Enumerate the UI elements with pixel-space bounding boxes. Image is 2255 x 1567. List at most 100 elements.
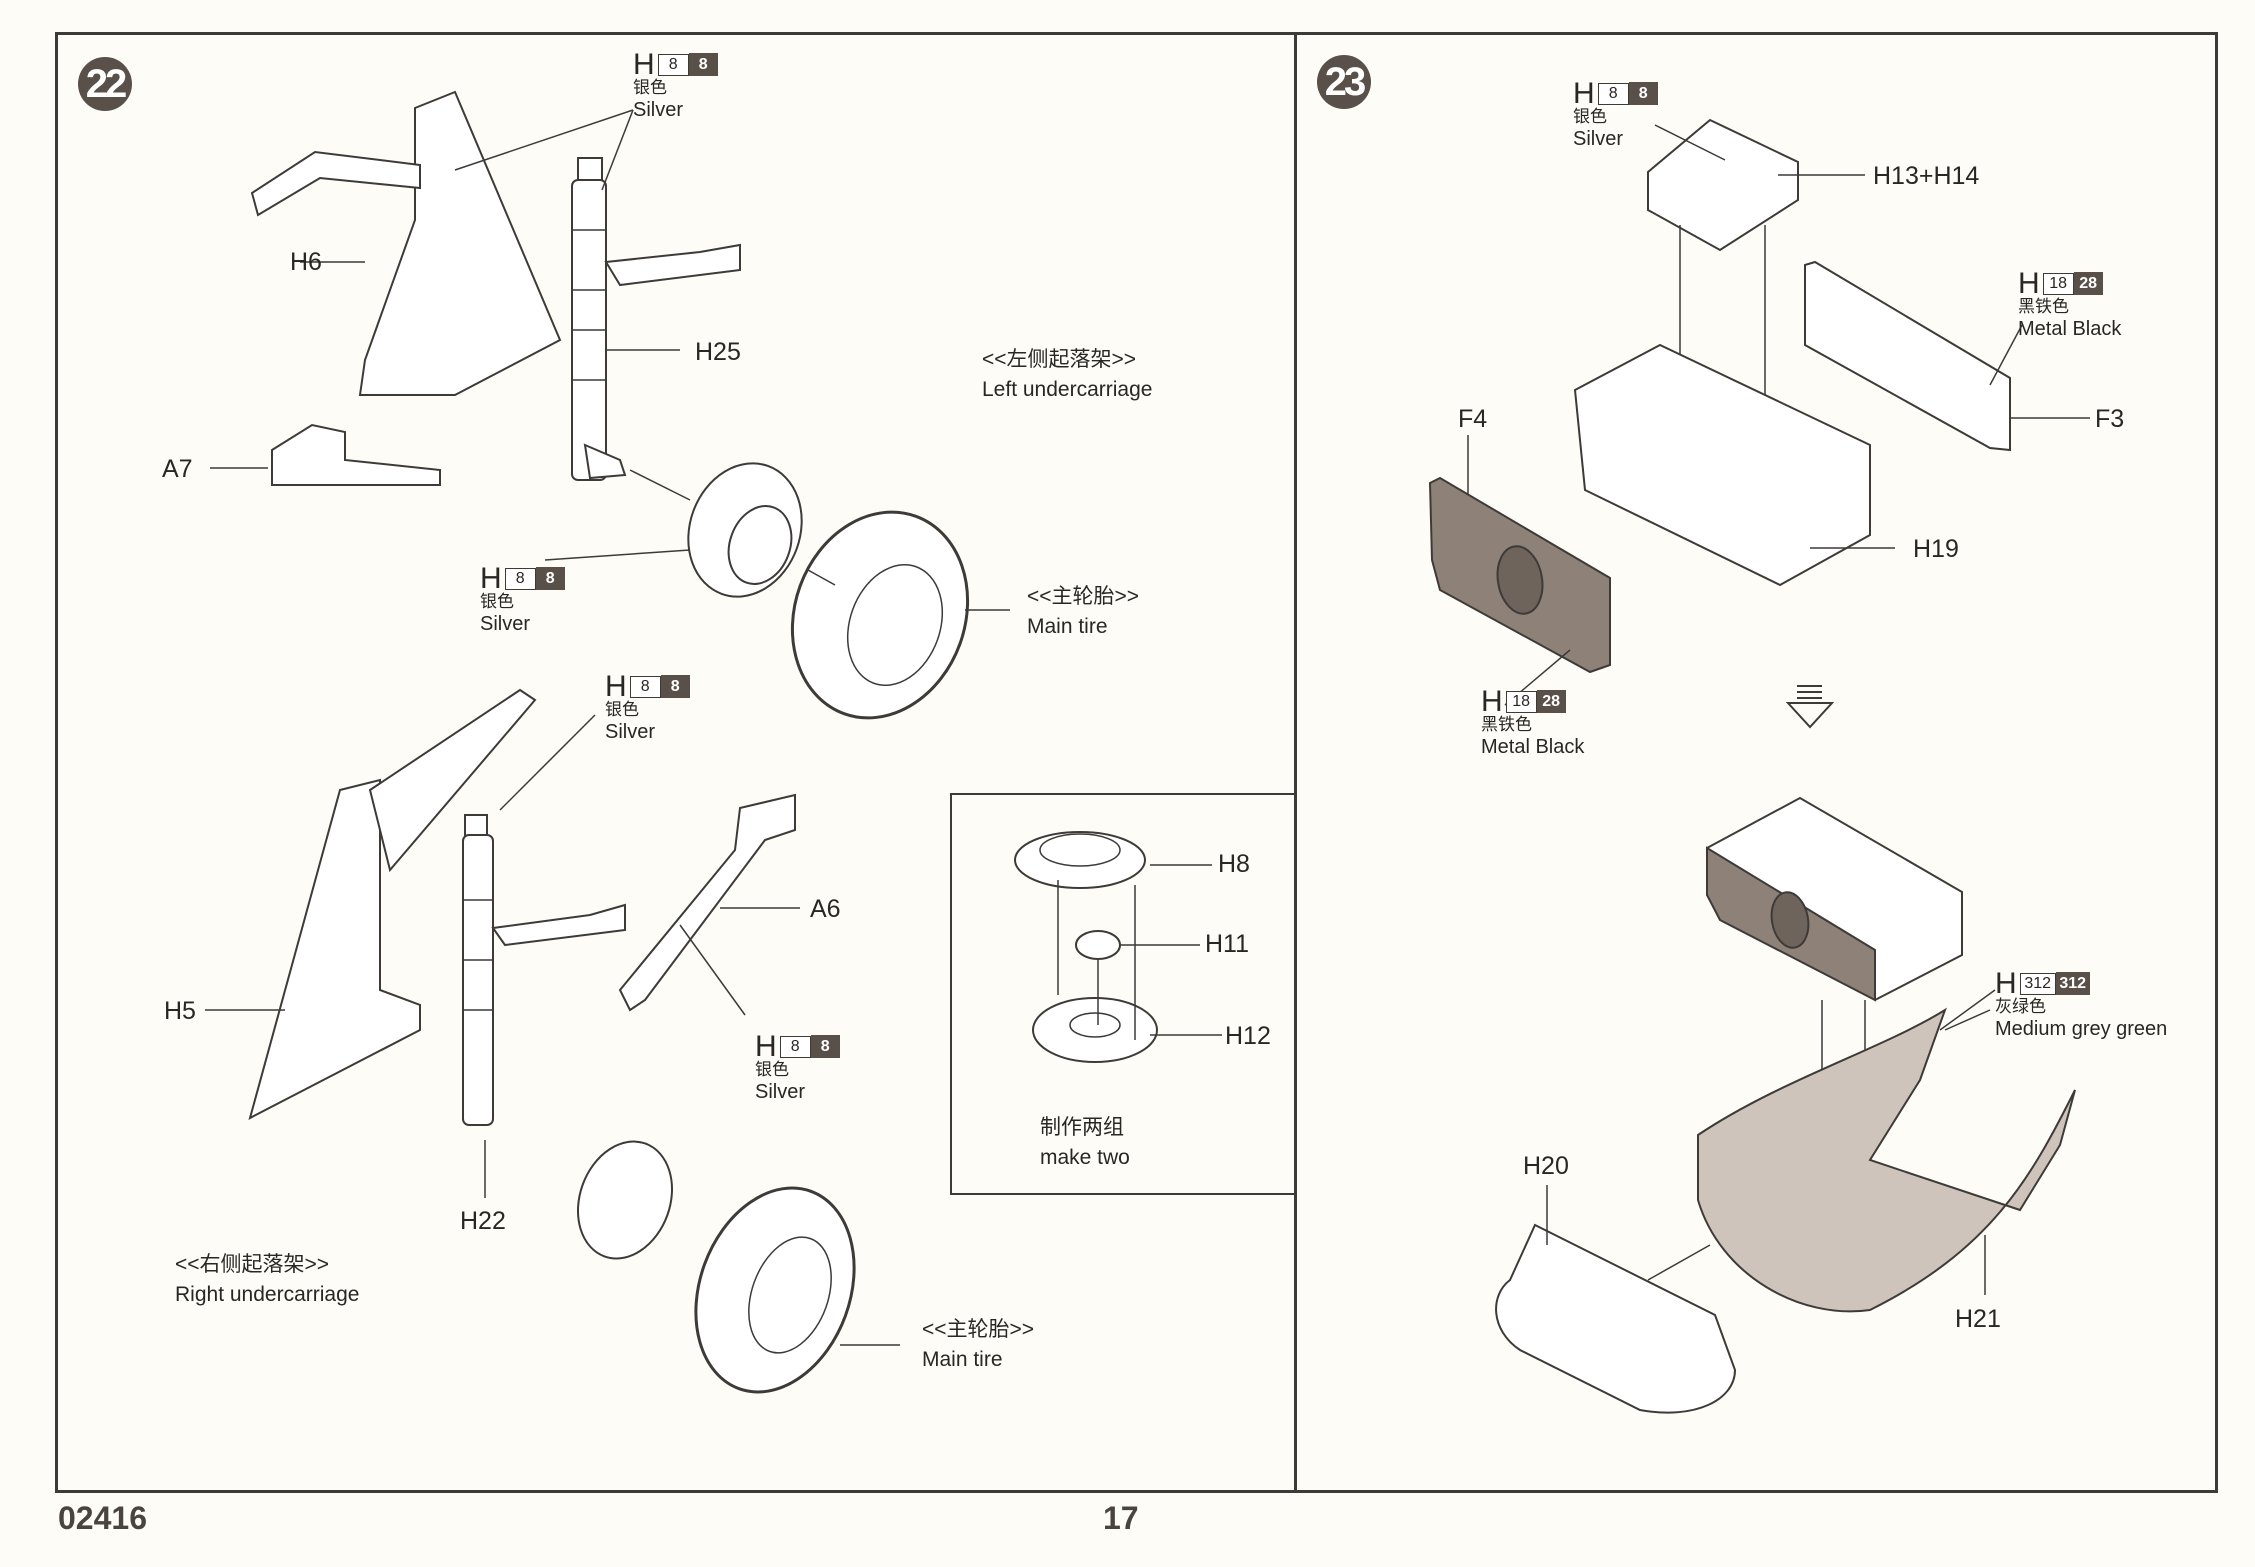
paint-name-cn: 黑铁色 [1481, 715, 1532, 734]
note-en: make two [1040, 1146, 1130, 1169]
part-h19-drawing [1573, 343, 1895, 587]
paint-name-en: Silver [633, 99, 684, 121]
inset-wheel-drawing [1014, 831, 1222, 1063]
caption-cn: <<主轮胎>> [922, 1318, 1035, 1341]
paint-prefix: H [1573, 77, 1595, 110]
part-a7-drawing [210, 423, 441, 486]
caption-left-undercarriage: <<左侧起落架>> Left undercarriage [982, 345, 1152, 405]
part-label-h13-h14: H13+H14 [1873, 162, 1980, 190]
paint-prefix: H [633, 48, 655, 81]
caption-en: Main tire [922, 1348, 1003, 1371]
page-number: 17 [1103, 1500, 1139, 1536]
paint-code-b: 8 [1628, 82, 1658, 105]
paint-name-cn: 银色 [633, 78, 667, 97]
part-label-h6: H6 [290, 248, 322, 276]
part-label-f3: F3 [2095, 405, 2125, 433]
paint-name-en: Silver [480, 613, 531, 635]
paint-code-a: 8 [504, 567, 536, 590]
part-label-h5: H5 [164, 997, 196, 1025]
note-cn: 制作两组 [1040, 1116, 1124, 1139]
caption-main-tire-bottom: <<主轮胎>> Main tire [922, 1315, 1034, 1375]
paint-name-cn: 银色 [755, 1060, 789, 1079]
paint-code-a: 312 [2019, 972, 2056, 995]
page-frame [55, 32, 2218, 1493]
part-h6-drawing [250, 90, 562, 396]
part-f4-drawing [1428, 435, 1611, 706]
part-label-a7: A7 [162, 455, 193, 483]
paint-name-en: Medium grey green [1995, 1018, 2168, 1040]
paint-name-cn: 黑铁色 [2018, 297, 2069, 316]
paint-code-b: 28 [1536, 690, 1566, 713]
upper-wheel-drawing [629, 462, 1010, 720]
paint-code-a: 8 [1597, 82, 1629, 105]
paint-name-en: Silver [1573, 128, 1624, 150]
part-h5-drawing [205, 688, 537, 1120]
part-label-h11: H11 [1205, 930, 1250, 958]
part-h22-drawing [462, 814, 626, 1198]
panel-divider [1294, 32, 1297, 1493]
paint-prefix: H [605, 670, 627, 703]
paint-code-b: 312 [2055, 972, 2090, 995]
callout-leader-lines [454, 109, 2023, 1031]
inset-note: 制作两组 make two [1040, 1113, 1130, 1173]
caption-en: Right undercarriage [175, 1283, 360, 1306]
paint-prefix: H [1995, 967, 2017, 1000]
paint-code-b: 8 [660, 675, 690, 698]
part-label-h20: H20 [1523, 1152, 1569, 1180]
paint-name-cn: 银色 [480, 592, 514, 611]
wheel-assembly-inset [950, 793, 1296, 1195]
caption-cn: <<右侧起落架>> [175, 1253, 330, 1276]
part-label-h21: H21 [1955, 1305, 2001, 1333]
caption-en: Main tire [1027, 615, 1108, 638]
part-label-a6: A6 [810, 895, 841, 923]
paint-name-cn: 银色 [605, 700, 639, 719]
part-label-f4: F4 [1458, 405, 1488, 433]
paint-name-en: Metal Black [2018, 318, 2122, 340]
caption-cn: <<主轮胎>> [1027, 585, 1140, 608]
part-h21-drawing [1697, 1007, 2076, 1313]
paint-code-b: 8 [810, 1035, 840, 1058]
paint-prefix: H [2018, 267, 2040, 300]
part-label-h12: H12 [1225, 1022, 1271, 1050]
caption-en: Left undercarriage [982, 378, 1153, 401]
caption-cn: <<左侧起落架>> [982, 348, 1137, 371]
part-h25-drawing [571, 157, 741, 481]
paint-name-cn: 银色 [1573, 107, 1607, 126]
paint-prefix: H [1481, 685, 1503, 718]
paint-name-en: Silver [605, 721, 656, 743]
paint-name-cn: 灰绿色 [1995, 997, 2046, 1016]
paint-code-a: 8 [629, 675, 661, 698]
caption-right-undercarriage: <<右侧起落架>> Right undercarriage [175, 1250, 359, 1310]
lower-wheel-drawing [576, 1140, 900, 1394]
part-label-h19: H19 [1913, 535, 1959, 563]
part-label-h22: H22 [460, 1207, 506, 1235]
part-h20-drawing [1495, 1185, 1737, 1414]
paint-prefix: H [480, 562, 502, 595]
paint-code-a: 8 [779, 1035, 811, 1058]
step-23-badge: 23 [1317, 55, 1371, 109]
paint-name-en: Silver [755, 1081, 806, 1103]
down-arrow-icon [1785, 685, 1835, 729]
paint-code-b: 28 [2073, 272, 2103, 295]
paint-name-en: Metal Black [1481, 736, 1585, 758]
part-label-h8: H8 [1218, 850, 1250, 878]
caption-main-tire-top: <<主轮胎>> Main tire [1027, 582, 1139, 642]
part-h13-h14-drawing [1647, 118, 1865, 480]
paint-code-a: 18 [1505, 690, 1537, 713]
paint-code-a: 18 [2042, 272, 2074, 295]
paint-prefix: H [755, 1030, 777, 1063]
paint-code-b: 8 [535, 567, 565, 590]
catalog-number: 02416 [58, 1500, 147, 1536]
part-a6-drawing [618, 793, 800, 1012]
paint-code-a: 8 [657, 53, 689, 76]
paint-code-b: 8 [688, 53, 718, 76]
